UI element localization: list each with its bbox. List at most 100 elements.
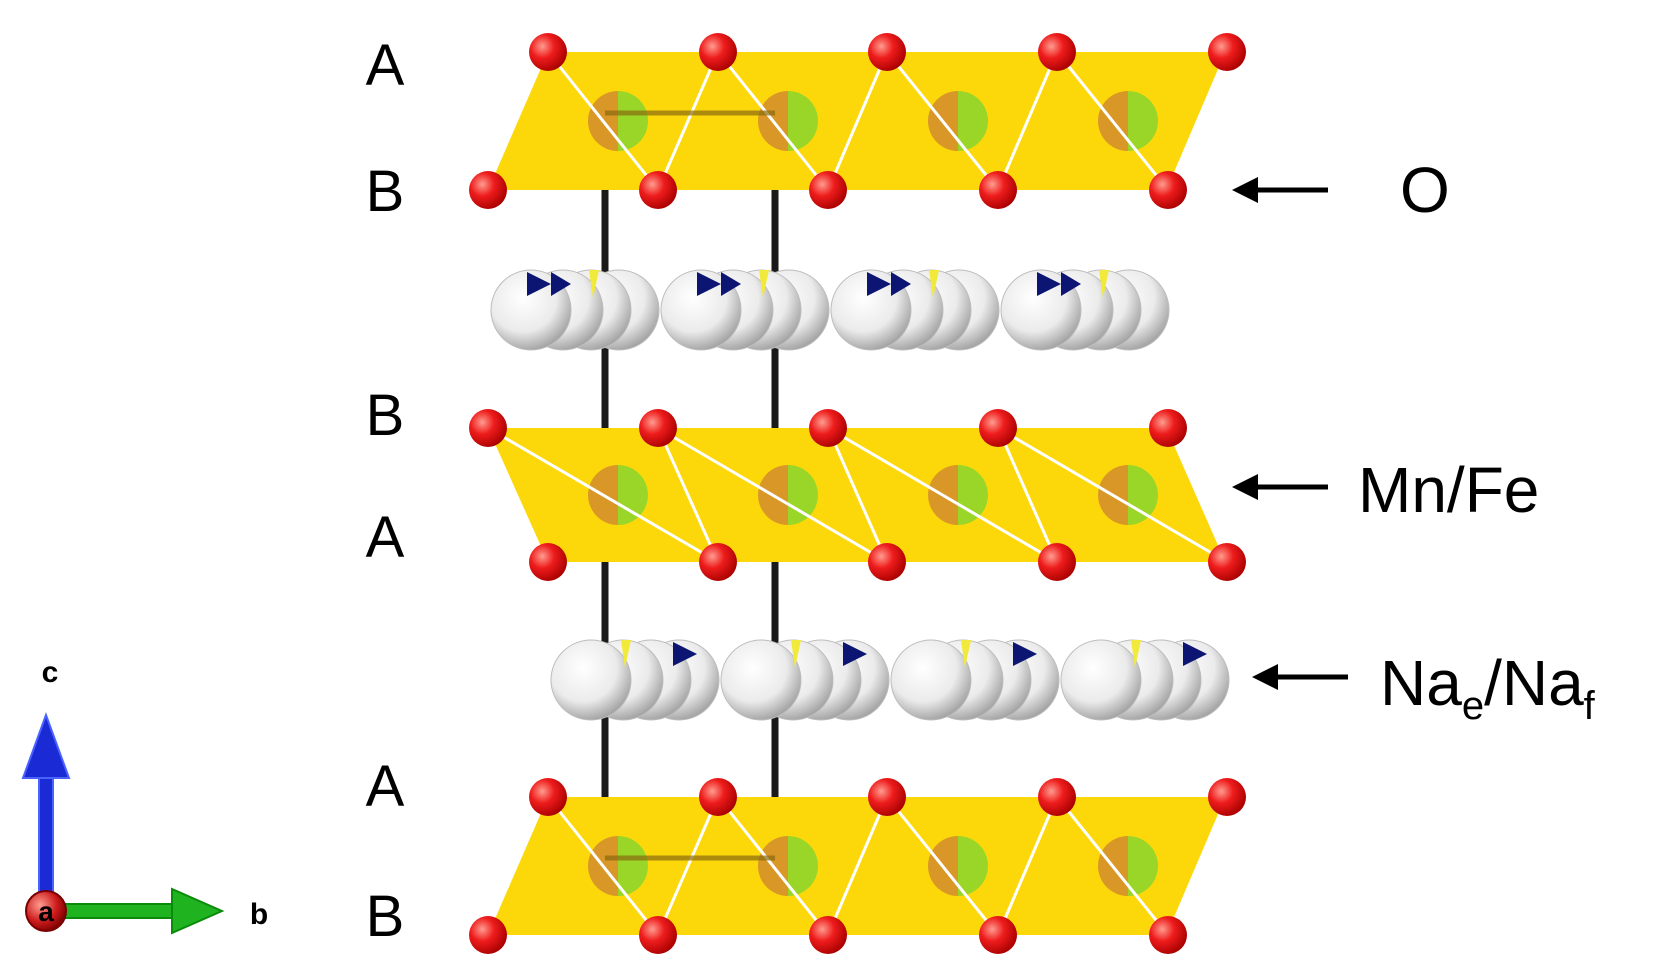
sodium-site-marker bbox=[621, 640, 631, 668]
bond-line bbox=[716, 796, 830, 936]
metal-half-fe bbox=[958, 91, 988, 151]
oxygen-atom bbox=[639, 409, 677, 447]
mno2-layers bbox=[469, 33, 1246, 954]
sodium-site-marker bbox=[1131, 640, 1141, 668]
sodium-site-marker bbox=[961, 640, 971, 668]
axis-label-c: c bbox=[42, 656, 59, 689]
bond-line bbox=[656, 427, 720, 563]
na-sub: f bbox=[1584, 684, 1596, 728]
sodium-cluster bbox=[490, 269, 660, 351]
sodium-site-marker bbox=[791, 640, 801, 668]
oxygen-atom bbox=[1038, 33, 1076, 71]
bond-line bbox=[1166, 427, 1229, 563]
sodium-site-marker bbox=[929, 270, 939, 298]
metal-half-fe bbox=[618, 465, 648, 525]
oxygen-atom bbox=[529, 543, 567, 581]
oxygen-atom bbox=[1208, 778, 1246, 816]
sodium-site-marker bbox=[867, 272, 891, 296]
sodium-site-marker bbox=[697, 272, 721, 296]
axis-label-a: a bbox=[38, 896, 54, 927]
oxygen-atom bbox=[1208, 33, 1246, 71]
stacking-label: A bbox=[366, 754, 405, 819]
na-sep: / bbox=[1484, 647, 1502, 719]
sodium-site-marker bbox=[1183, 642, 1207, 666]
sodium-site-marker bbox=[1099, 270, 1109, 298]
sodium-atom bbox=[890, 639, 972, 721]
oxygen-atom bbox=[1038, 778, 1076, 816]
oxygen-atom bbox=[699, 778, 737, 816]
bond-line bbox=[716, 51, 830, 191]
bond-line bbox=[1166, 796, 1229, 936]
oxygen-atom bbox=[1149, 409, 1187, 447]
oxygen-atom bbox=[868, 778, 906, 816]
sodium-row bbox=[550, 639, 1230, 721]
sodium-site-marker bbox=[589, 270, 599, 298]
na-base: Na bbox=[1380, 647, 1462, 719]
stacking-label: B bbox=[366, 884, 405, 949]
sodium-cluster bbox=[890, 639, 1060, 721]
bond-line bbox=[826, 427, 889, 563]
oxygen-atom bbox=[809, 409, 847, 447]
sodium-site-marker bbox=[891, 272, 911, 296]
oxygen-atom bbox=[1149, 916, 1187, 954]
sodium-cluster bbox=[550, 639, 720, 721]
bond-line bbox=[1166, 51, 1229, 191]
stacking-labels: A B B A A B bbox=[366, 33, 405, 949]
oxygen-atom bbox=[699, 33, 737, 71]
bond-line bbox=[996, 796, 1059, 936]
oxygen-atom bbox=[469, 409, 507, 447]
arrow-left-icon bbox=[1232, 177, 1328, 203]
metal-half-fe bbox=[1128, 91, 1158, 151]
oxygen-atom bbox=[469, 171, 507, 209]
arrow-left-icon bbox=[1252, 664, 1348, 690]
stacking-label: A bbox=[366, 505, 405, 570]
na-base: Na bbox=[1502, 647, 1584, 719]
sodium-site-marker bbox=[759, 270, 769, 298]
oxygen-atom bbox=[979, 171, 1017, 209]
bond-line bbox=[1055, 796, 1170, 936]
bond-line bbox=[1055, 51, 1170, 191]
oxygen-atom bbox=[639, 916, 677, 954]
oxide-layer bbox=[469, 33, 1246, 209]
metal-half-fe bbox=[618, 91, 648, 151]
sodium-site-marker bbox=[721, 272, 741, 296]
sodium-cluster bbox=[720, 639, 890, 721]
metal-atom bbox=[928, 91, 988, 151]
pointer-o: O bbox=[1232, 154, 1450, 226]
bond-line bbox=[826, 51, 889, 191]
pointer-label-na: Nae/Naf bbox=[1380, 647, 1596, 728]
oxygen-atom bbox=[809, 171, 847, 209]
oxygen-atom bbox=[529, 778, 567, 816]
bond-line bbox=[546, 51, 660, 191]
sodium-site-marker bbox=[1061, 272, 1081, 296]
sodium-site-marker bbox=[1037, 272, 1061, 296]
bond-line bbox=[656, 796, 720, 936]
stacking-label: A bbox=[366, 33, 405, 98]
bond-line bbox=[826, 796, 889, 936]
oxide-layer bbox=[469, 778, 1246, 954]
oxygen-atom bbox=[809, 916, 847, 954]
axis-b-arrow-icon bbox=[59, 887, 225, 935]
bond-line bbox=[546, 796, 660, 936]
sodium-atom bbox=[720, 639, 802, 721]
sodium-cluster bbox=[660, 269, 830, 351]
pointer-label-o: O bbox=[1400, 154, 1450, 226]
sodium-layers bbox=[490, 269, 1230, 721]
sodium-site-marker bbox=[843, 642, 867, 666]
oxygen-atom bbox=[469, 916, 507, 954]
pointer-mn-fe: Mn/Fe bbox=[1232, 454, 1539, 526]
pointer-na: Nae/Naf bbox=[1252, 647, 1596, 728]
arrow-left-icon bbox=[1232, 474, 1328, 500]
metal-atom bbox=[588, 465, 648, 525]
sodium-site-marker bbox=[673, 642, 697, 666]
pointer-label-mn-fe: Mn/Fe bbox=[1358, 454, 1539, 526]
sodium-site-marker bbox=[527, 272, 551, 296]
axis-label-b: b bbox=[250, 898, 268, 931]
bond-line bbox=[996, 51, 1059, 191]
oxygen-atom bbox=[1149, 171, 1187, 209]
bond-line bbox=[827, 426, 1058, 564]
oxygen-atom bbox=[529, 33, 567, 71]
bond-line bbox=[885, 51, 1000, 191]
